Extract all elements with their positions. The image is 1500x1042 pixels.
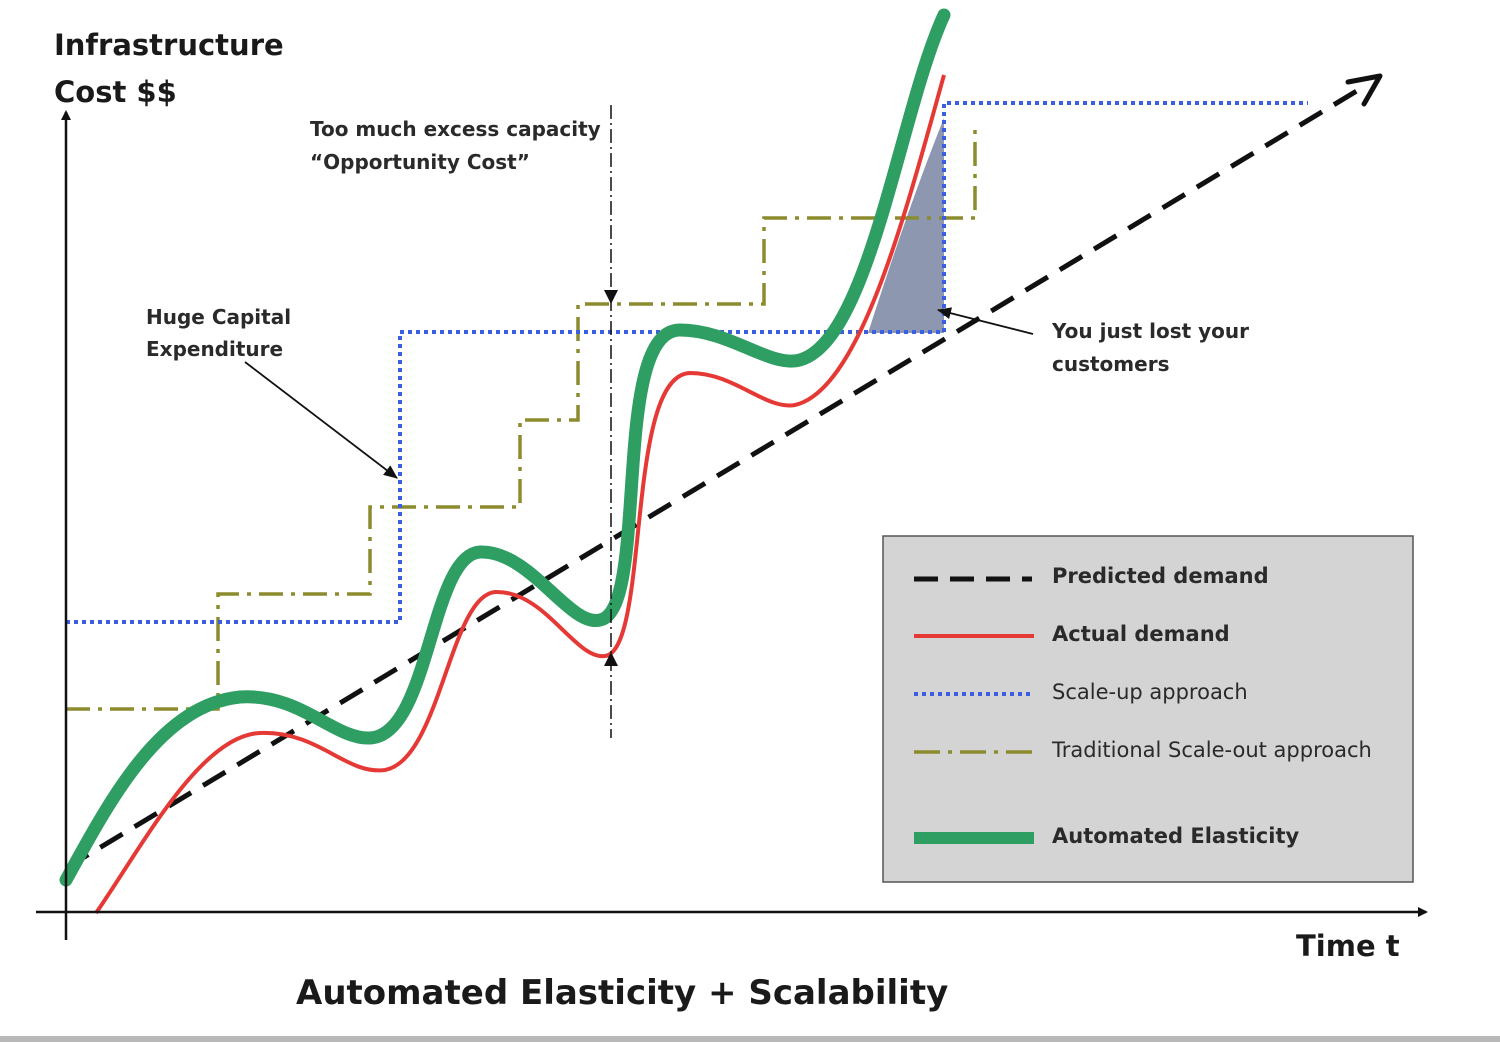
predicted-demand-line (64, 83, 1367, 871)
lost-annotation-line1: You just lost your (1051, 319, 1249, 343)
legend-label-elastic: Automated Elasticity (1052, 824, 1299, 848)
y-axis-label-line2: Cost $$ (54, 75, 177, 109)
actual-demand-line (94, 74, 946, 915)
legend-label-predicted: Predicted demand (1052, 564, 1269, 588)
legend: Predicted demand Actual demand Scale-up … (882, 535, 1414, 883)
capital-annotation-line1: Huge Capital (146, 305, 291, 329)
excess-arrow-top (604, 290, 618, 304)
capital-pointer (244, 361, 398, 479)
excess-annotation-line2: “Opportunity Cost” (310, 150, 530, 174)
automated-elasticity-line (59, 8, 951, 887)
y-axis-label-line1: Infrastructure (54, 28, 284, 62)
predicted-arrow-head (1345, 73, 1383, 107)
legend-label-scaleout: Traditional Scale-out approach (1051, 738, 1372, 762)
scale-out-line (66, 130, 977, 711)
excess-annotation-line1: Too much excess capacity (310, 117, 601, 141)
legend-label-actual: Actual demand (1052, 622, 1230, 646)
diagram-title: Automated Elasticity + Scalability (296, 973, 948, 1013)
x-axis-label: Time t (1296, 929, 1400, 963)
lost-annotation-line2: customers (1052, 352, 1169, 376)
excess-arrow-bottom (604, 652, 618, 666)
lost-pointer (937, 307, 1034, 335)
lost-customers-region (868, 118, 944, 333)
legend-box (882, 535, 1414, 883)
legend-label-scaleup: Scale-up approach (1052, 680, 1248, 704)
bottom-divider (0, 1036, 1500, 1042)
capital-annotation-line2: Expenditure (146, 337, 283, 361)
